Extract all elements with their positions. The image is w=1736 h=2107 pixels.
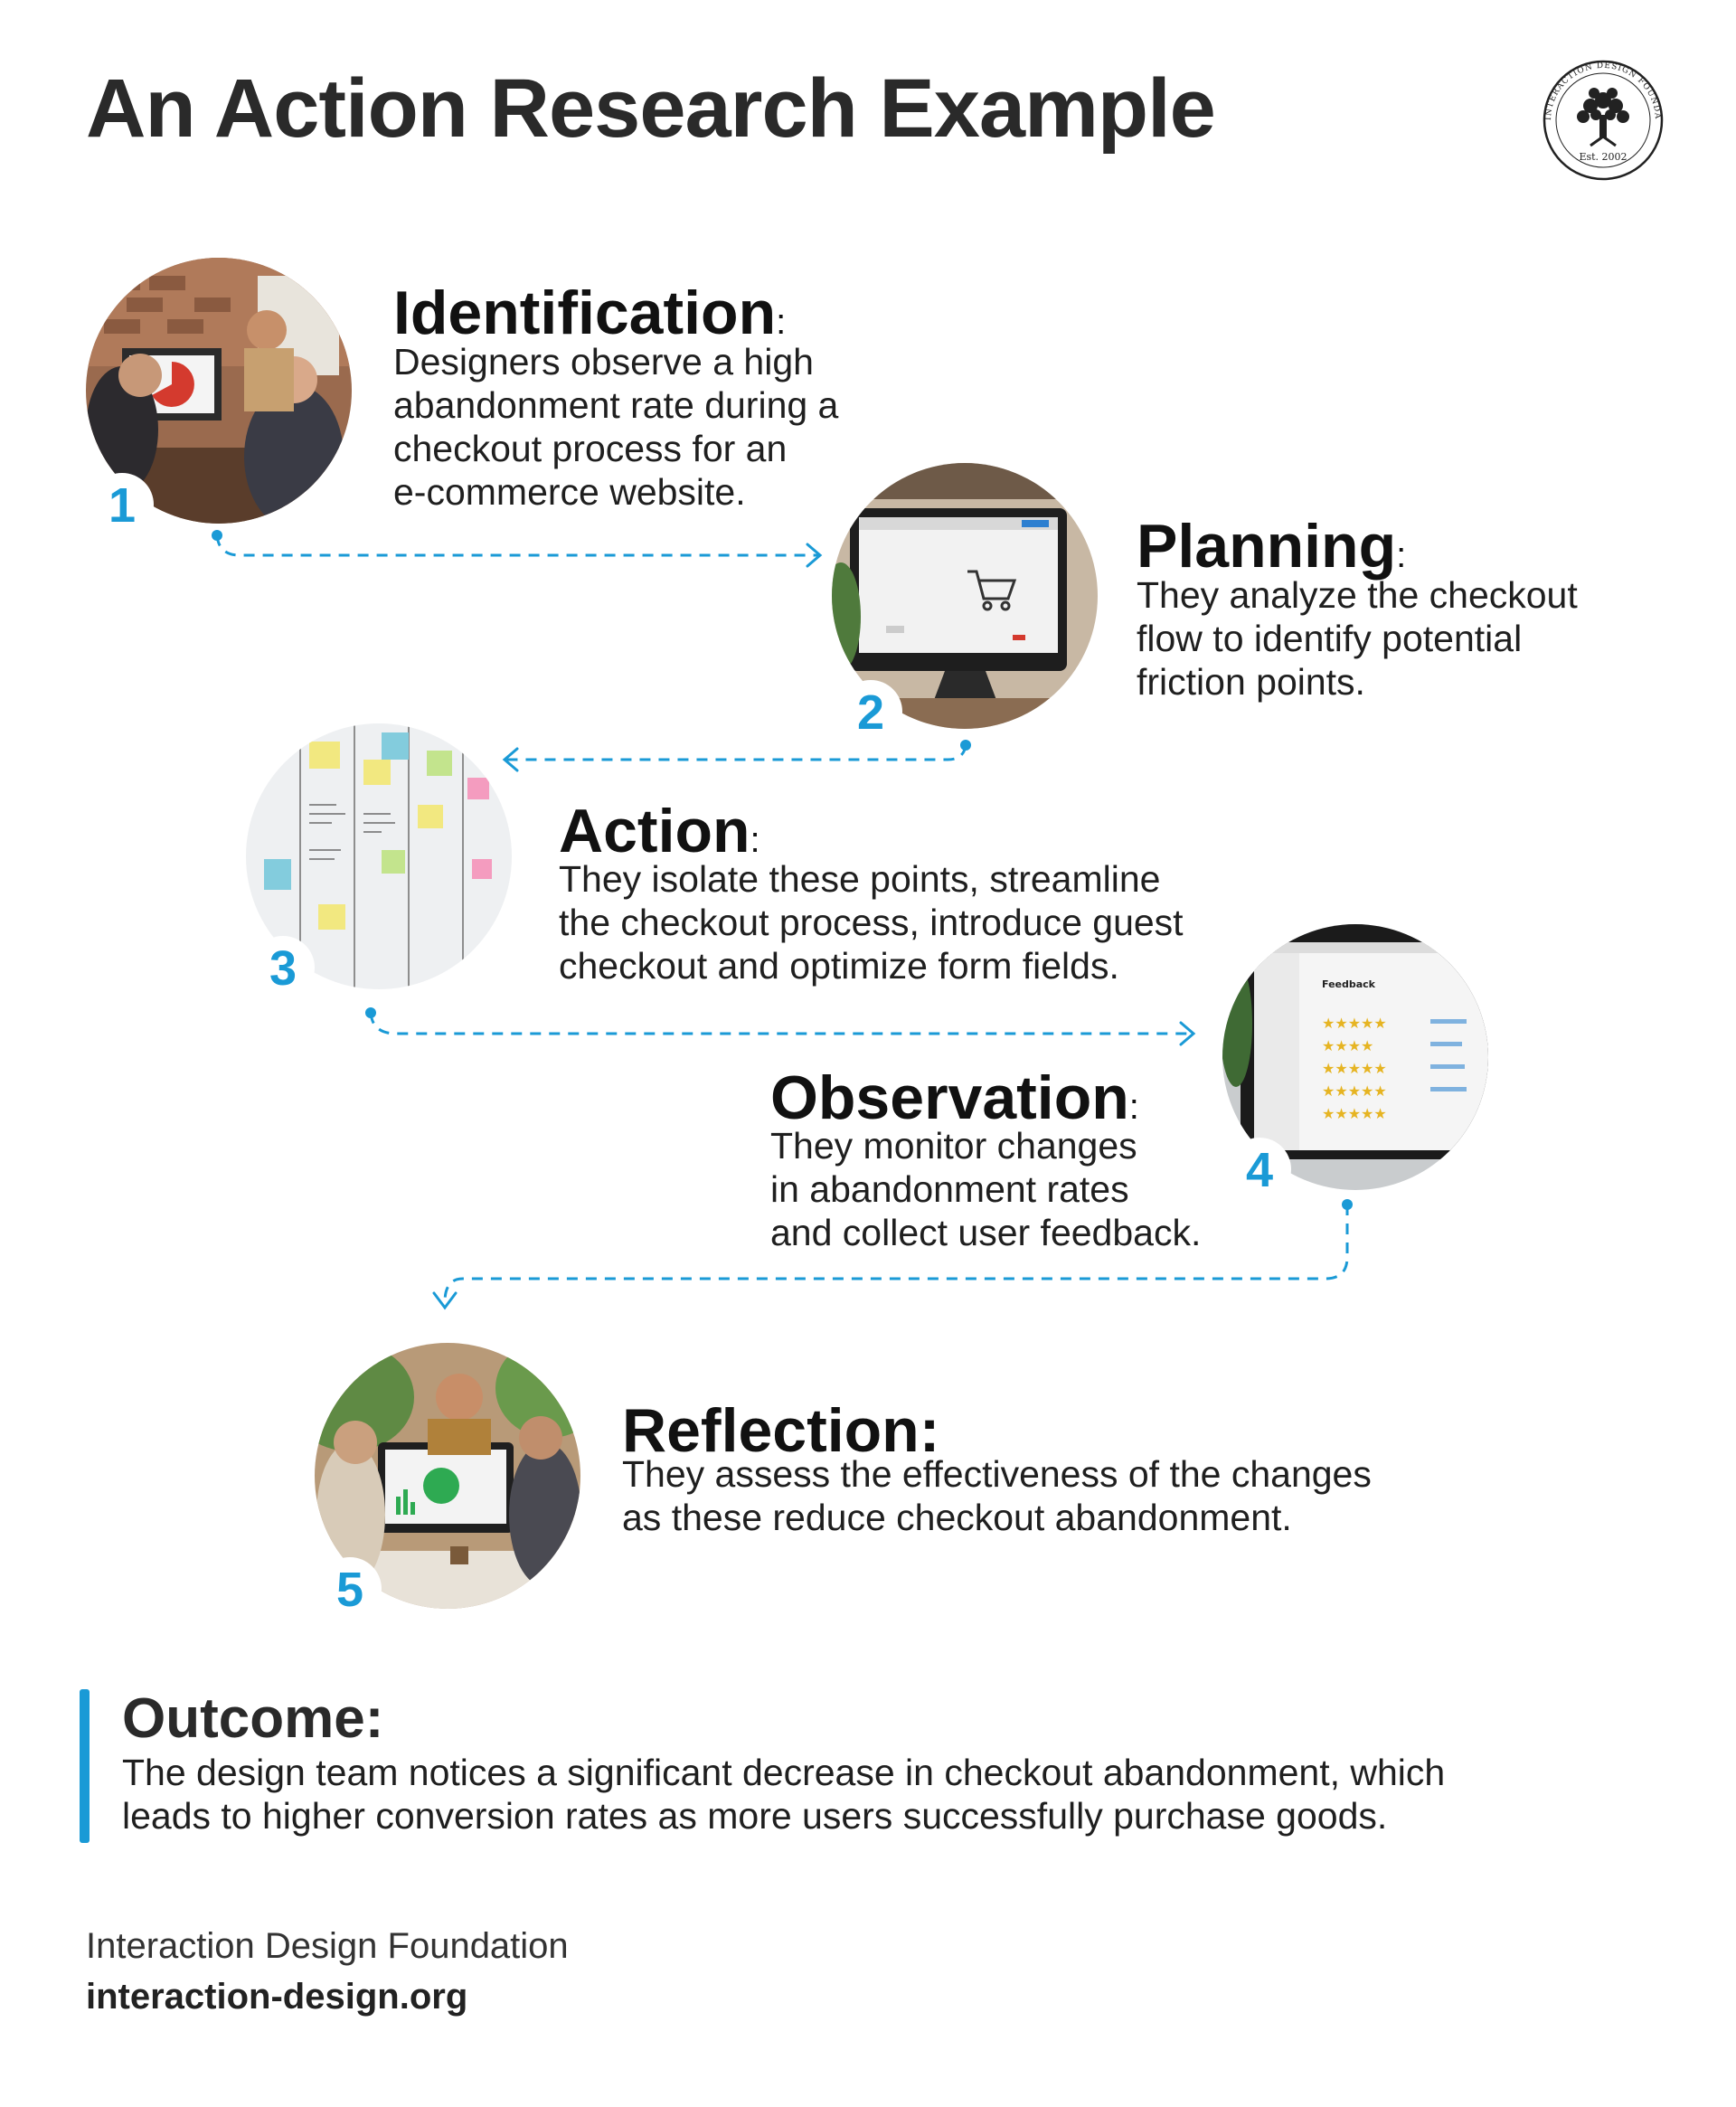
step-1-title: Identification: [393, 279, 787, 347]
step-4-number: 4 [1228, 1138, 1291, 1201]
outcome-title: Outcome: [122, 1687, 384, 1750]
svg-text:★★★★★: ★★★★★ [1322, 1015, 1387, 1032]
outcome-text: The design team notices a significant de… [122, 1752, 1446, 1837]
step-2-description: They analyze the checkout flow to identi… [1137, 574, 1578, 703]
step-4-description: They monitor changes in abandonment rate… [770, 1125, 1202, 1253]
tree-icon [1577, 88, 1629, 147]
svg-text:★★★★★: ★★★★★ [1322, 1082, 1387, 1100]
page-title: An Action Research Example [86, 62, 1216, 155]
step-2-title: Planning: [1137, 512, 1407, 581]
step-3-number: 3 [251, 936, 315, 999]
svg-text:★★★★★: ★★★★★ [1322, 1105, 1387, 1122]
step-4-image: Feedback ★★★★★ ★★★★ ★★★★★ ★★★★★ ★★★★★ [1222, 924, 1488, 1190]
idf-logo: INTERACTION DESIGN FOUNDATION Est. 2002 [1538, 52, 1665, 182]
outcome-accent-bar [80, 1689, 90, 1843]
step-1-description: Designers observe a high abandonment rat… [393, 341, 839, 513]
footer-url[interactable]: interaction-design.org [86, 1977, 468, 2017]
svg-text:★★★★: ★★★★ [1322, 1037, 1373, 1054]
step-5-title: Reflection: [622, 1396, 940, 1465]
step-5-description: They assess the effectiveness of the cha… [622, 1453, 1372, 1538]
step-1-number: 1 [90, 473, 154, 536]
svg-text:Feedback: Feedback [1322, 978, 1376, 990]
svg-text:★★★★★: ★★★★★ [1322, 1060, 1387, 1077]
logo-est: Est. 2002 [1579, 151, 1627, 163]
step-3-title: Action: [559, 797, 760, 865]
step-5-number: 5 [318, 1557, 382, 1620]
footer-org-name: Interaction Design Foundation [86, 1926, 569, 1966]
step-2-number: 2 [839, 680, 902, 743]
step-3-description: They isolate these points, streamline th… [559, 858, 1184, 987]
step-4-title: Observation: [770, 1063, 1139, 1132]
